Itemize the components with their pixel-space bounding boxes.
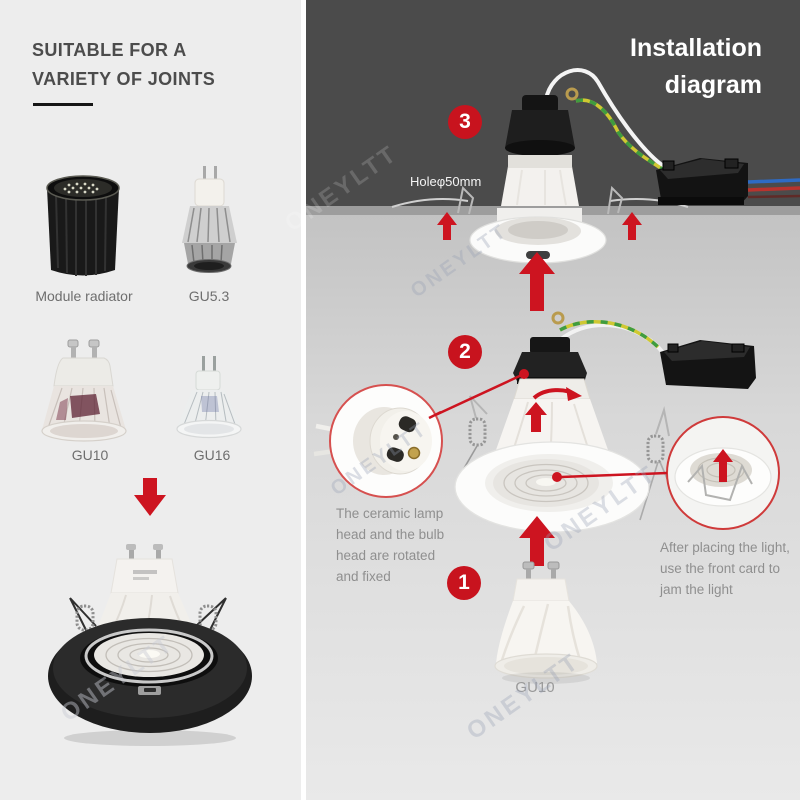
ceramic-caption: The ceramic lamp head and the bulb head …: [336, 506, 445, 584]
left-title-line1: SUITABLE FOR A: [32, 40, 187, 60]
step-1-badge: 1: [447, 566, 481, 600]
panel-divider: [301, 0, 306, 800]
left-panel-title: SUITABLE FOR A VARIETY OF JOINTS: [32, 36, 282, 94]
gu53-label: GU5.3: [188, 288, 230, 304]
step-3-badge: 3: [448, 105, 482, 139]
left-panel: [0, 0, 301, 800]
step1-bulb-label: GU10: [515, 679, 555, 696]
ceiling-board: [306, 206, 800, 215]
installation-title-line1: Installation: [630, 34, 762, 62]
gu16-label: GU16: [193, 447, 231, 463]
installation-title-line2: diagram: [664, 71, 762, 99]
hole-diameter-label: Holeφ50mm: [410, 174, 482, 189]
step-2-badge: 2: [448, 335, 482, 369]
front-card-caption: After placing the light, use the front c…: [660, 540, 790, 597]
left-title-line2: VARIETY OF JOINTS: [32, 69, 216, 89]
module-radiator-label: Module radiator: [35, 288, 133, 304]
title-underline: [33, 103, 93, 106]
gu10-label: GU10: [71, 447, 109, 463]
installation-title: Installation diagram: [462, 30, 762, 104]
